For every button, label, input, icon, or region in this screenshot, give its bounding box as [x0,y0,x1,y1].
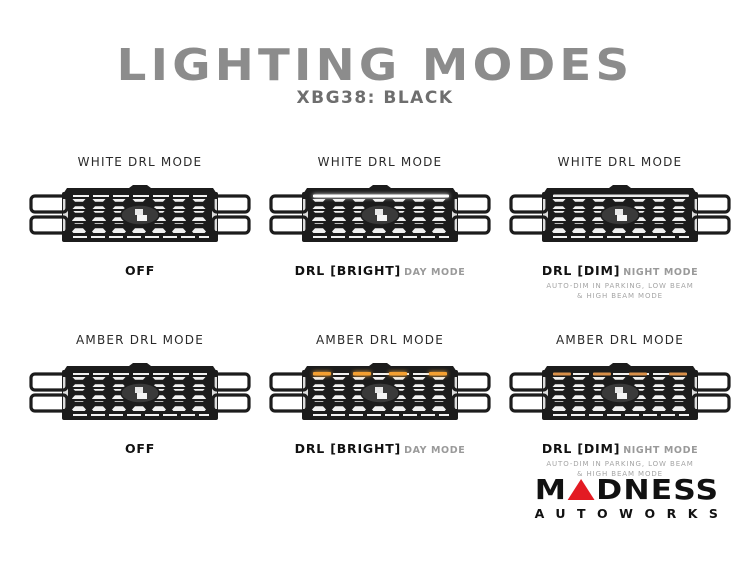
logo-subtext: AUTOWORKS [534,506,730,521]
mode-label: WHITE DRL MODE [77,155,203,169]
mode-cell-amber-bright: AMBER DRL MODE DRL [BRIGHT]DAY MODE [260,333,500,458]
product-subtitle: XBG38: BLACK [296,88,454,108]
mode-label: AMBER DRL MODE [75,333,205,347]
caption-mode: NIGHT MODE [623,445,699,456]
mode-label: AMBER DRL MODE [315,333,445,347]
note-line-1: AUTO-DIM IN PARKING, LOW BEAM [546,282,694,290]
grille-image [509,360,731,424]
mode-cell-white-off: WHITE DRL MODE OFF [20,155,260,278]
auto-dim-note: AUTO-DIM IN PARKING, LOW BEAM & HIGH BEA… [500,460,740,479]
amber-drl-lights-dim [553,372,687,376]
mode-caption: DRL [DIM]NIGHT MODE [500,263,740,280]
mode-cell-white-bright: WHITE DRL MODE DRL [BRIGHT]DAY MODE [260,155,500,280]
caption-mode: DAY MODE [404,445,466,456]
caption-mode: NIGHT MODE [623,267,699,278]
logo-red-triangle-icon [568,479,596,500]
grille-image [29,182,251,246]
grille-image [509,182,731,246]
mode-label: WHITE DRL MODE [317,155,443,169]
mode-cell-white-dim: WHITE DRL MODE DRL [DIM]NIGHT MODE AUTO-… [500,155,740,301]
drl-light-bar [313,194,449,198]
mode-label: AMBER DRL MODE [555,333,685,347]
caption-main: OFF [124,263,156,278]
mode-cell-amber-off: AMBER DRL MODE OFF [20,333,260,456]
mode-label: WHITE DRL MODE [557,155,683,169]
page-title: LIGHTING MODES [116,40,634,91]
note-line-2: & HIGH BEAM MODE [577,291,663,300]
logo-letter-m: M [534,473,568,506]
logo-wordmark: M DNESS [509,476,744,504]
mode-caption: DRL [DIM]NIGHT MODE [500,441,740,458]
grille-image [269,360,491,424]
amber-drl-lights [313,372,447,376]
mode-caption: DRL [BRIGHT]DAY MODE [260,441,500,458]
caption-mode: DAY MODE [404,267,466,278]
grille-image [29,360,251,424]
auto-dim-note: AUTO-DIM IN PARKING, LOW BEAM & HIGH BEA… [500,282,740,301]
caption-main: DRL [BRIGHT] [294,441,402,456]
mode-caption: OFF [20,441,260,456]
logo-letters-dness: DNESS [596,473,720,506]
note-line-2: & HIGH BEAM MODE [577,469,663,478]
madness-autoworks-logo: M DNESS AUTOWORKS [522,476,732,521]
mode-caption: OFF [20,263,260,278]
grille-image [269,182,491,246]
note-line-1: AUTO-DIM IN PARKING, LOW BEAM [546,460,694,468]
caption-main: DRL [BRIGHT] [294,263,402,278]
caption-main: DRL [DIM] [541,441,621,456]
mode-cell-amber-dim: AMBER DRL MODE DRL [DIM]NIGHT MODE AUTO-… [500,333,740,479]
caption-main: DRL [DIM] [541,263,621,278]
mode-caption: DRL [BRIGHT]DAY MODE [260,263,500,280]
caption-main: OFF [124,441,156,456]
